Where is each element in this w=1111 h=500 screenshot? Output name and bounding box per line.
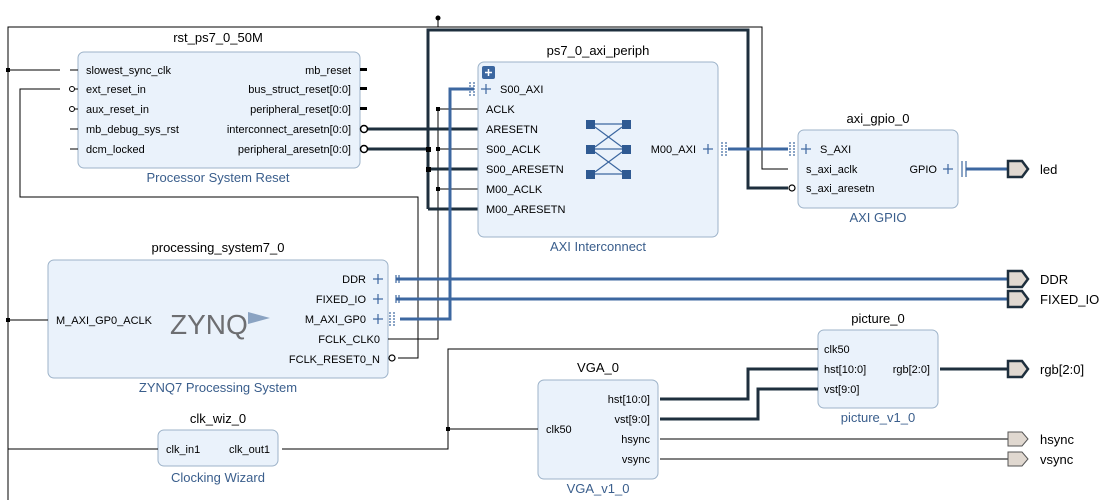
pin-slowest-sync-clk: slowest_sync_clk bbox=[86, 65, 171, 77]
pin-s00-aclk: S00_ACLK bbox=[486, 144, 541, 156]
pin-peripheral-aresetn: peripheral_aresetn[0:0] bbox=[238, 144, 351, 156]
wire-clk-out1[interactable] bbox=[282, 348, 808, 450]
pin-m-axi-gp0-aclk: M_AXI_GP0_ACLK bbox=[56, 315, 153, 327]
pin-vst: vst[9:0] bbox=[615, 414, 650, 426]
pin-s-axi-aresetn: s_axi_aresetn bbox=[806, 183, 875, 195]
block-subtitle: ZYNQ7 Processing System bbox=[139, 380, 297, 395]
port-label: rgb[2:0] bbox=[1040, 362, 1084, 377]
wire-peripheral-aresetn[interactable] bbox=[368, 28, 788, 190]
pin-fclk-reset0-n: FCLK_RESET0_N bbox=[289, 354, 380, 366]
block-vga[interactable]: VGA_0 clk50 hst[10:0] vst[9:0] hsync vsy… bbox=[528, 360, 659, 496]
port-label: FIXED_IO bbox=[1040, 292, 1099, 307]
block-axi-interconnect[interactable]: ps7_0_axi_periph S00_AXI ACLK ARESETN S0… bbox=[469, 43, 727, 254]
wire-fclk-reset[interactable] bbox=[19, 88, 419, 359]
port-arrow-icon bbox=[1007, 431, 1029, 447]
pin-aclk: ACLK bbox=[486, 104, 515, 116]
external-port-vsync[interactable]: vsync bbox=[1007, 451, 1074, 467]
pin-s-axi-aclk: s_axi_aclk bbox=[806, 164, 858, 176]
block-clocking-wizard[interactable]: clk_wiz_0 clk_in1 clk_out1 Clocking Wiza… bbox=[148, 411, 279, 485]
block-title: rst_ps7_0_50M bbox=[173, 30, 263, 45]
external-port-ddr[interactable]: DDR bbox=[1006, 269, 1068, 289]
external-port-rgb[interactable]: rgb[2:0] bbox=[1006, 359, 1084, 379]
pin-gpio: GPIO bbox=[909, 164, 937, 176]
port-label: DDR bbox=[1040, 272, 1068, 287]
pin-clk50: clk50 bbox=[824, 344, 850, 356]
block-subtitle: VGA_v1_0 bbox=[567, 481, 630, 496]
port-arrow-icon bbox=[1006, 359, 1030, 379]
pin-mb-debug-sys-rst: mb_debug_sys_rst bbox=[86, 124, 179, 136]
block-axi-gpio[interactable]: axi_gpio_0 S_AXI s_axi_aclk s_axi_areset… bbox=[788, 111, 967, 225]
bus-port-marker-icon bbox=[789, 142, 795, 156]
pin-hst: hst[10:0] bbox=[824, 364, 866, 376]
pin-s00-aresetn: S00_ARESETN bbox=[486, 164, 564, 176]
pin-s00-axi: S00_AXI bbox=[500, 84, 543, 96]
pin-fixed-io: FIXED_IO bbox=[316, 294, 367, 306]
zynq-logo: ZYNQ bbox=[170, 309, 248, 340]
port-arrow-icon bbox=[1006, 269, 1030, 289]
pin-fclk-clk0: FCLK_CLK0 bbox=[318, 334, 380, 346]
block-title: picture_0 bbox=[851, 311, 904, 326]
block-picture[interactable]: picture_0 clk50 hst[10:0] vst[9:0] rgb[2… bbox=[808, 311, 939, 425]
pin-clk-out1: clk_out1 bbox=[229, 444, 270, 456]
block-subtitle: AXI Interconnect bbox=[550, 239, 646, 254]
block-subtitle: Clocking Wizard bbox=[171, 470, 265, 485]
pin-ddr: DDR bbox=[342, 274, 366, 286]
external-port-hsync[interactable]: hsync bbox=[1007, 431, 1074, 447]
pin-hst: hst[10:0] bbox=[608, 394, 650, 406]
port-label: led bbox=[1040, 162, 1057, 177]
port-arrow-icon bbox=[1006, 289, 1030, 309]
block-subtitle: Processor System Reset bbox=[146, 170, 289, 185]
bus-port-marker-icon bbox=[389, 312, 395, 326]
pin-rgb: rgb[2:0] bbox=[893, 364, 930, 376]
wires bbox=[6, 15, 1008, 500]
crossbar-icon bbox=[586, 120, 631, 179]
block-title: processing_system7_0 bbox=[152, 240, 285, 255]
pin-vst: vst[9:0] bbox=[824, 384, 859, 396]
block-processing-system7[interactable]: processing_system7_0 M_AXI_GP0_ACLK ZYNQ… bbox=[38, 240, 396, 395]
pin-clk-in1: clk_in1 bbox=[166, 444, 200, 456]
pin-clk50: clk50 bbox=[546, 424, 572, 436]
pin-peripheral-reset: peripheral_reset[0:0] bbox=[250, 104, 351, 116]
block-rst-ps7[interactable]: rst_ps7_0_50M slowest_sync_clk ext_reset… bbox=[69, 30, 369, 185]
input-pins: slowest_sync_clk ext_reset_in aux_reset_… bbox=[69, 65, 179, 156]
wire-fclk-clk0[interactable] bbox=[390, 108, 478, 340]
pin-hsync: hsync bbox=[621, 434, 650, 446]
pin-interconnect-aresetn: interconnect_aresetn[0:0] bbox=[227, 124, 351, 136]
pin-vsync: vsync bbox=[622, 454, 651, 466]
block-subtitle: picture_v1_0 bbox=[841, 410, 915, 425]
pin-m00-aresetn: M00_ARESETN bbox=[486, 204, 566, 216]
port-arrow-icon bbox=[1006, 159, 1030, 179]
bus-port-marker-icon bbox=[721, 142, 727, 156]
bus-hst[interactable] bbox=[660, 367, 808, 401]
pin-s-axi: S_AXI bbox=[820, 144, 851, 156]
pin-aux-reset-in: aux_reset_in bbox=[86, 104, 149, 116]
pin-m00-aclk: M00_ACLK bbox=[486, 184, 543, 196]
external-port-fixed-io[interactable]: FIXED_IO bbox=[1006, 289, 1099, 309]
pin-ext-reset-in: ext_reset_in bbox=[86, 84, 146, 96]
bus-port-marker-icon bbox=[469, 82, 475, 96]
pin-m00-axi: M00_AXI bbox=[651, 144, 696, 156]
bus-vst[interactable] bbox=[660, 387, 808, 421]
port-arrow-icon bbox=[1007, 451, 1029, 467]
pin-bus-struct-reset: bus_struct_reset[0:0] bbox=[248, 84, 351, 96]
port-label: vsync bbox=[1040, 452, 1074, 467]
pin-aresetn: ARESETN bbox=[486, 124, 538, 136]
block-title: ps7_0_axi_periph bbox=[547, 43, 650, 58]
zynq-logo-mark-icon bbox=[248, 312, 270, 324]
output-pins: mb_reset bus_struct_reset[0:0] periphera… bbox=[227, 65, 369, 156]
block-title: clk_wiz_0 bbox=[190, 411, 246, 426]
expand-plus-icons bbox=[373, 274, 383, 324]
port-label: hsync bbox=[1040, 432, 1074, 447]
block-title: VGA_0 bbox=[577, 360, 619, 375]
external-port-led[interactable]: led bbox=[1006, 159, 1057, 179]
wire-fclk-top-net[interactable] bbox=[7, 26, 788, 500]
pin-dcm-locked: dcm_locked bbox=[86, 144, 145, 156]
pin-m-axi-gp0: M_AXI_GP0 bbox=[305, 314, 366, 326]
bus-m-axi-gp0[interactable] bbox=[400, 87, 474, 321]
block-title: axi_gpio_0 bbox=[847, 111, 910, 126]
pin-mb-reset: mb_reset bbox=[305, 65, 351, 77]
block-subtitle: AXI GPIO bbox=[849, 210, 906, 225]
